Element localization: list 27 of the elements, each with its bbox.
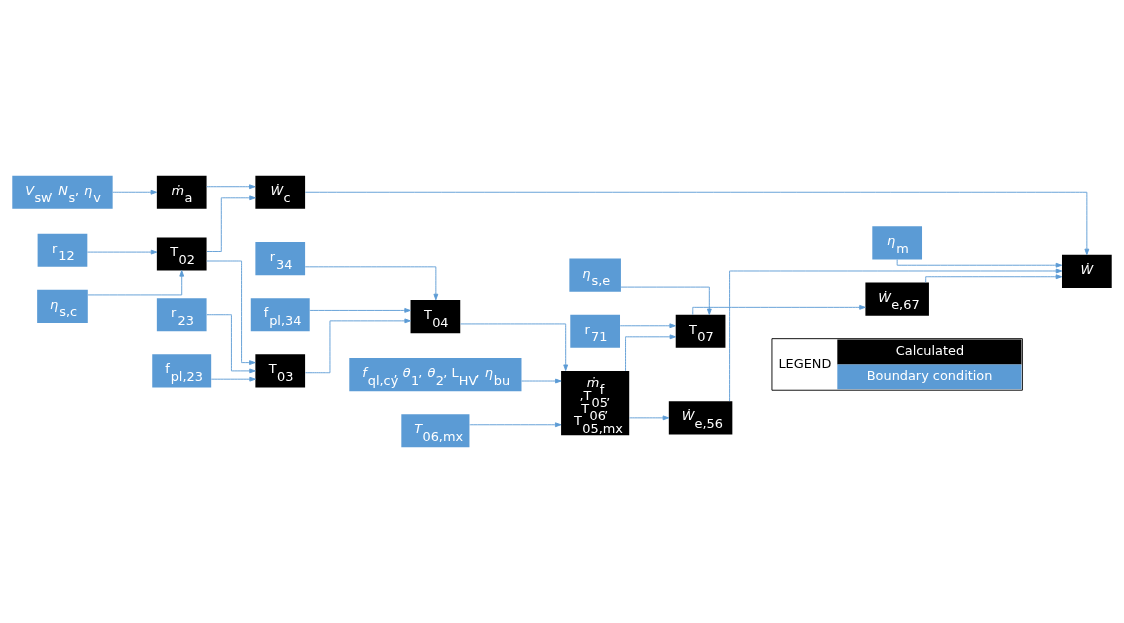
- arrow: [304, 266, 439, 301]
- arrow: [925, 274, 1063, 283]
- arrow: [521, 378, 562, 384]
- arrow: [460, 323, 569, 371]
- arrow: [210, 376, 256, 382]
- arrow: [206, 260, 256, 365]
- legend-label: Boundary condition: [866, 368, 993, 384]
- arrow: [87, 270, 185, 296]
- arrow: [469, 422, 562, 428]
- arrow: [620, 286, 712, 316]
- label: LEGEND: [778, 355, 832, 371]
- arrow: [206, 314, 256, 374]
- arrow: [206, 195, 256, 252]
- arrow: [304, 318, 411, 374]
- arrow: [729, 268, 1063, 402]
- legend-label: Calculated: [895, 343, 965, 359]
- arrow: [628, 415, 670, 421]
- node-box: Ẇ: [1062, 254, 1112, 288]
- arrow: [619, 323, 676, 329]
- arrow: [896, 259, 1063, 268]
- arrow: [304, 191, 1090, 256]
- arrow: [692, 304, 866, 316]
- arrow: [625, 334, 677, 372]
- arrow: [87, 249, 158, 255]
- arrow: [206, 184, 256, 190]
- arrow: [112, 189, 158, 195]
- arrow: [309, 308, 411, 313]
